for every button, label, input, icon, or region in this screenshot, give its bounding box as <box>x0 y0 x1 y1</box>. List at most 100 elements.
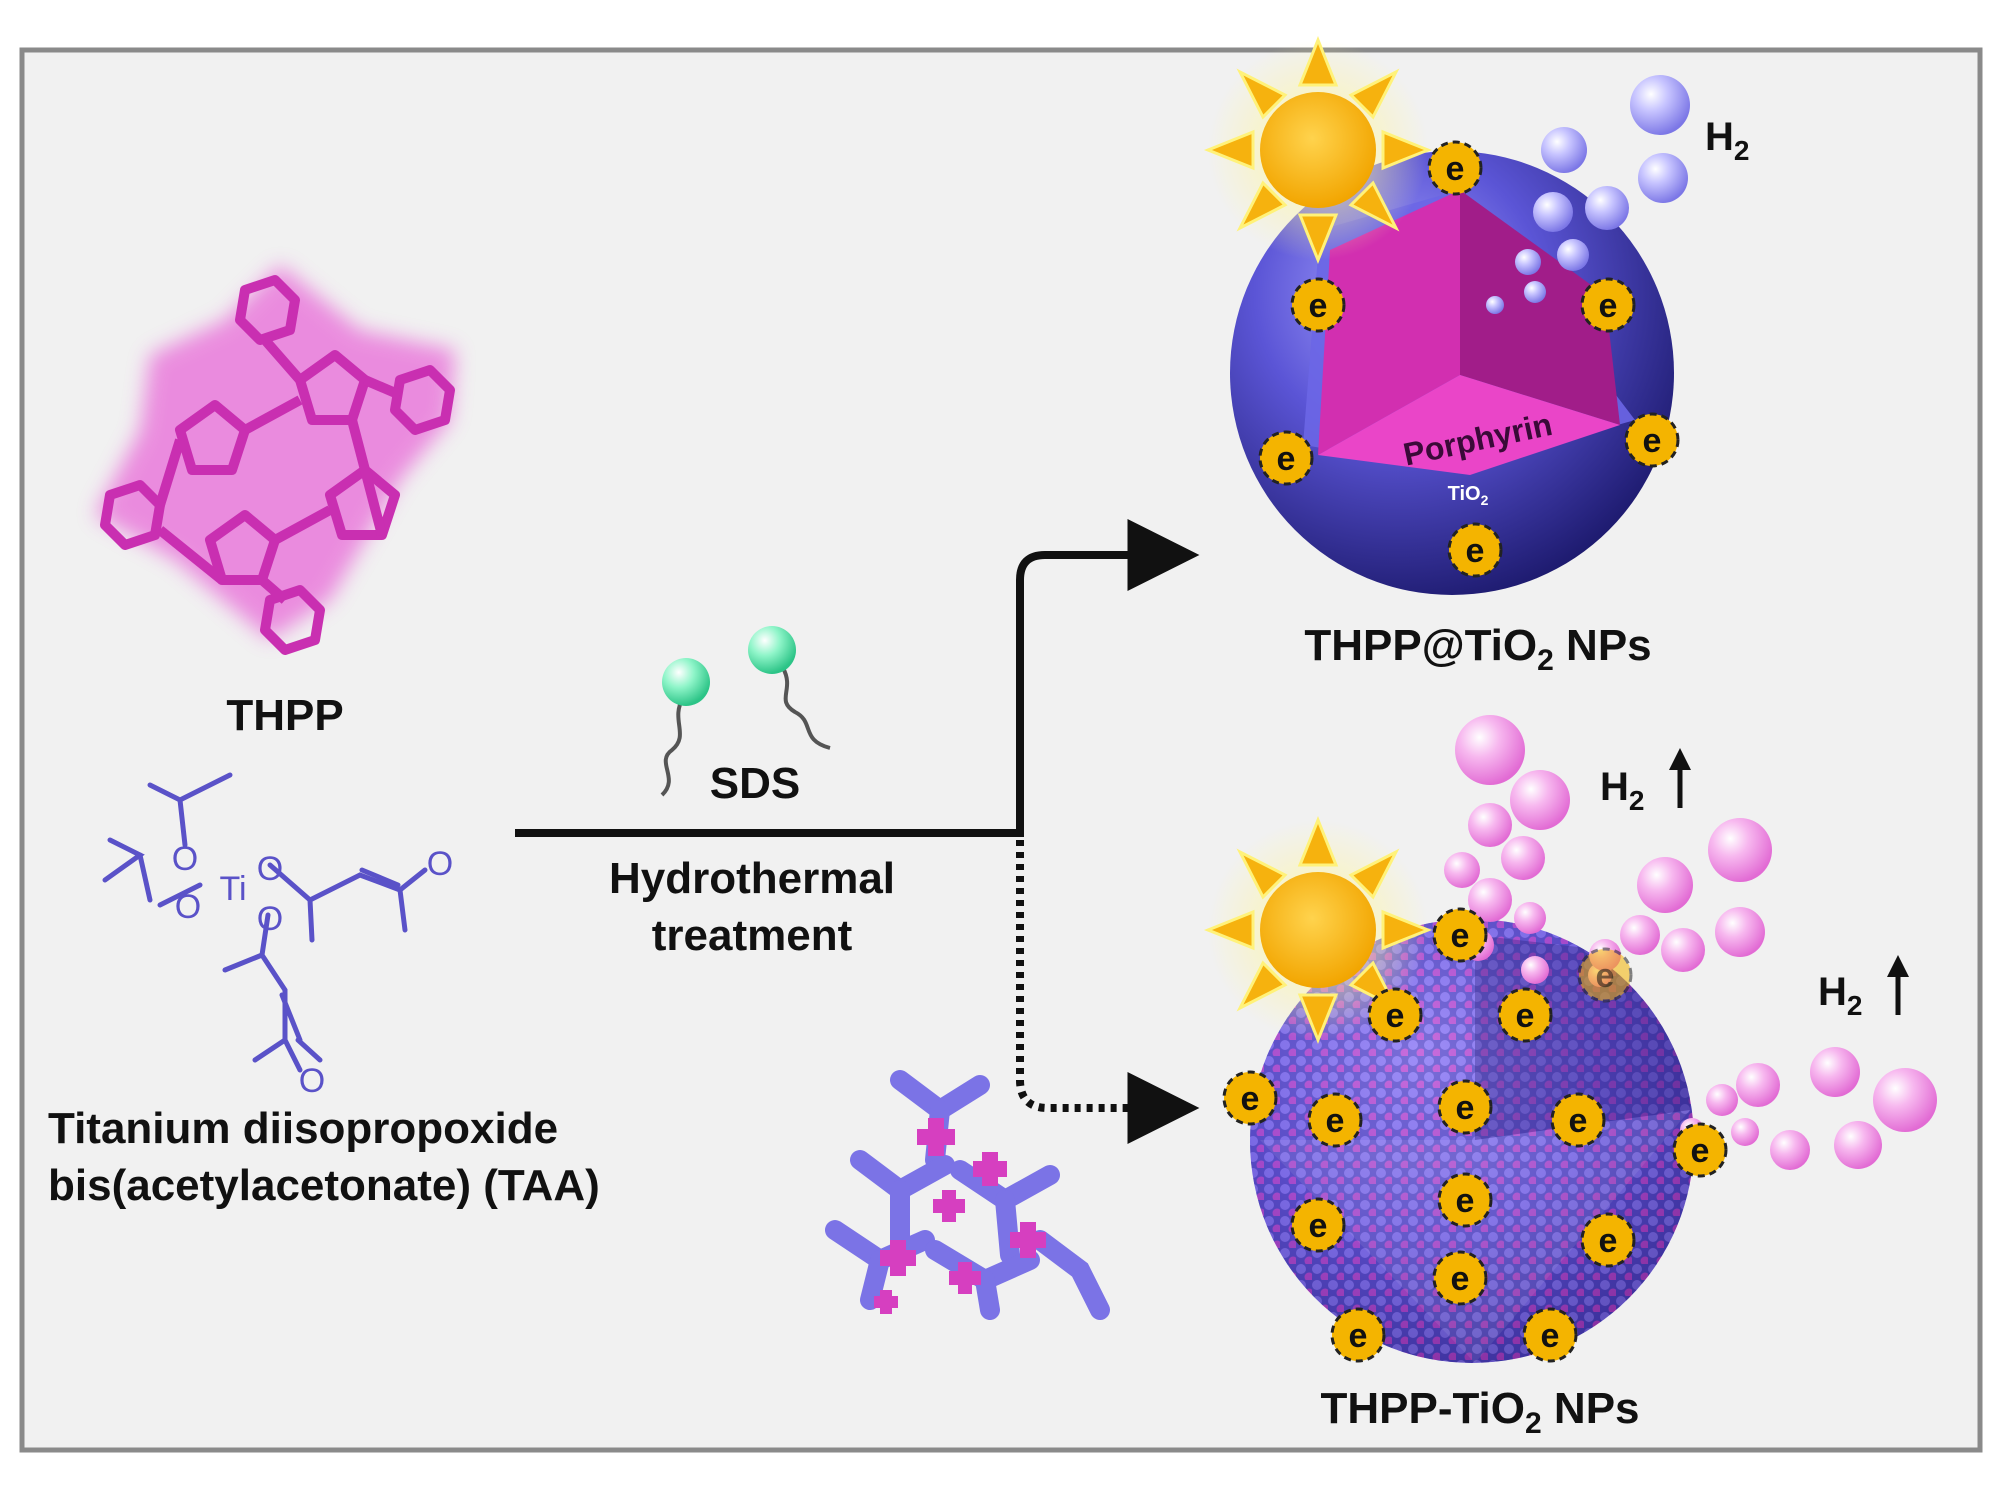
h2-bubble-icon <box>1770 1130 1810 1170</box>
porphyrin-core-face <box>1318 375 1620 475</box>
h2-bubble-icon <box>1873 1068 1937 1132</box>
h2-bubble-icon <box>1486 296 1504 314</box>
svg-text:e: e <box>1516 997 1535 1035</box>
electron-icon: e <box>1550 1092 1606 1148</box>
electron-icon: e <box>1222 1070 1278 1126</box>
solid-arrow <box>515 519 1200 837</box>
porphyrin-core-face <box>1460 190 1620 425</box>
h2-bubble-icon <box>1715 907 1765 957</box>
taa-oxygen: O <box>175 888 201 926</box>
svg-text:e: e <box>1643 422 1662 460</box>
h2-bubble-icon <box>1810 1047 1860 1097</box>
electron-icon: e <box>1432 1250 1488 1306</box>
taa-molecule: O O Ti O O O O Titanium diisopropoxide b… <box>48 772 600 1210</box>
up-arrow-icon <box>1669 748 1691 770</box>
electron-icon: e <box>1577 947 1633 1003</box>
svg-text:e: e <box>1599 1222 1618 1260</box>
h2-bubbles <box>1486 75 1690 314</box>
sds-surfactant-icon <box>748 626 831 750</box>
electron-icon: e <box>1437 1172 1493 1228</box>
electron-icon: e <box>1447 522 1503 578</box>
h2-label: H2 <box>1705 115 1749 166</box>
h2-bubble-icon <box>1638 153 1688 203</box>
electron-icon: e <box>1522 1307 1578 1363</box>
h2-bubble-icon <box>1444 852 1480 888</box>
taa-label-line2: bis(acetylacetonate) (TAA) <box>48 1161 600 1210</box>
core-shell-name: THPP@TiO2 NPs <box>1304 621 1651 677</box>
electron-icon: e <box>1497 987 1553 1043</box>
electron-icon: e <box>1427 140 1483 196</box>
h2-bubble-icon <box>1468 803 1512 847</box>
up-arrow-icon <box>1887 955 1909 977</box>
tio2-shell-label: TiO2 <box>1448 483 1489 508</box>
electron-icon: e <box>1367 987 1423 1043</box>
h2-bubble-icon <box>1533 192 1573 232</box>
h2-bubble-icon <box>1706 1084 1738 1116</box>
sun-icon <box>1203 815 1433 1045</box>
h2-bubble-icon <box>1585 186 1629 230</box>
electron-icon: e <box>1258 430 1314 486</box>
h2-bubble-icon <box>1510 770 1570 830</box>
svg-text:e: e <box>1326 1102 1345 1140</box>
h2-evolution-label: H2 <box>1600 748 1691 816</box>
h2-bubble-icon <box>1731 1118 1759 1146</box>
electron-icon: e <box>1432 907 1488 963</box>
h2-bubble-icon <box>1524 281 1546 303</box>
svg-text:e: e <box>1309 287 1328 325</box>
svg-text:e: e <box>1277 440 1296 478</box>
process-arrows: Hydrothermal treatment <box>515 519 1200 1144</box>
svg-text:e: e <box>1466 532 1485 570</box>
taa-oxygen: O <box>257 900 283 938</box>
taa-label-line1: Titanium diisopropoxide <box>48 1104 558 1153</box>
electrons-doped: e e e e e e e e e e e e e e e <box>1222 907 1728 1363</box>
taa-oxygen: O <box>257 850 283 888</box>
svg-text:e: e <box>1569 1102 1588 1140</box>
doped-particle: H2 H2 e e e e e e e e e e e e e e e <box>1203 715 1937 1440</box>
electron-icon: e <box>1290 277 1346 333</box>
electron-icon: e <box>1580 277 1636 333</box>
h2-bubble-icon <box>1468 878 1512 922</box>
process-label-line1: Hydrothermal <box>609 854 895 903</box>
svg-text:e: e <box>1596 957 1615 995</box>
electrons-core-shell: e e e e e e <box>1258 140 1680 578</box>
electron-icon: e <box>1672 1122 1728 1178</box>
h2-bubble-icon <box>1501 836 1545 880</box>
h2-bubble-icon <box>1557 239 1589 271</box>
sun-icon <box>1203 35 1433 265</box>
svg-text:e: e <box>1241 1080 1260 1118</box>
h2-evolution-label: H2 <box>1818 955 1909 1021</box>
svg-text:e: e <box>1541 1317 1560 1355</box>
electron-icon: e <box>1290 1197 1346 1253</box>
sds-surfactant-icon <box>660 658 710 797</box>
taa-titanium: Ti <box>219 870 246 908</box>
h2-bubble-icon <box>1637 857 1693 913</box>
h2-bubble-icon <box>1521 956 1549 984</box>
framework-structure <box>825 1070 1110 1320</box>
svg-text:e: e <box>1451 917 1470 955</box>
thpp-molecule: THPP <box>95 265 455 740</box>
h2-bubble-icon <box>1620 915 1660 955</box>
h2-bubble-icon <box>1541 127 1587 173</box>
svg-text:e: e <box>1451 1260 1470 1298</box>
process-label-line2: treatment <box>652 911 853 960</box>
svg-text:e: e <box>1309 1207 1328 1245</box>
svg-text:e: e <box>1349 1317 1368 1355</box>
electron-icon: e <box>1624 412 1680 468</box>
electron-icon: e <box>1307 1092 1363 1148</box>
h2-bubble-icon <box>1515 249 1541 275</box>
svg-text:e: e <box>1691 1132 1710 1170</box>
svg-text:e: e <box>1456 1089 1475 1127</box>
h2-bubble-icon <box>1708 818 1772 882</box>
h2-bubble-icon <box>1514 902 1546 934</box>
doped-name: THPP-TiO2 NPs <box>1320 1384 1639 1440</box>
h2-bubble-icon <box>1736 1063 1780 1107</box>
sds-label: SDS <box>710 759 800 808</box>
electron-icon: e <box>1330 1307 1386 1363</box>
svg-text:H2: H2 <box>1818 970 1862 1021</box>
h2-bubble-icon <box>1630 75 1690 135</box>
h2-bubble-icon <box>1834 1121 1882 1169</box>
core-shell-particle: Porphyrin TiO2 <box>1203 35 1749 677</box>
h2-bubble-icon <box>1455 715 1525 785</box>
h2-bubble-icon <box>1661 928 1705 972</box>
